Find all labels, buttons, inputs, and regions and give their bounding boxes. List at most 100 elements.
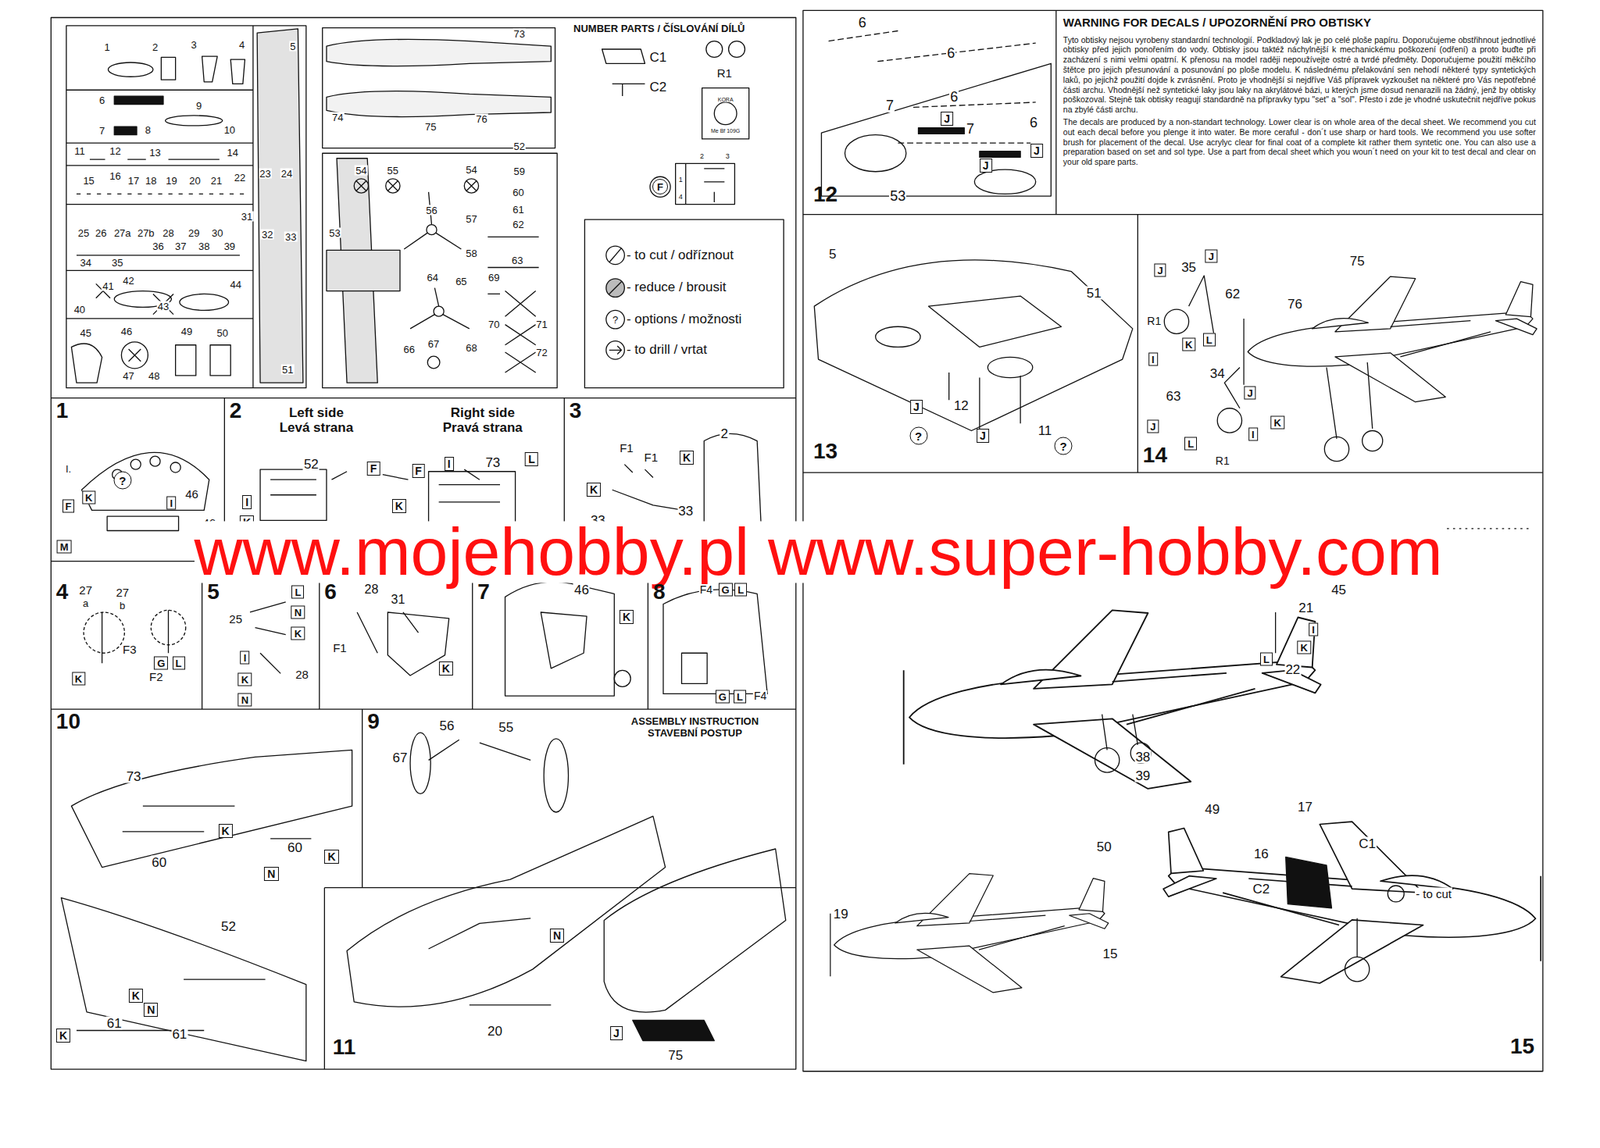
callout-number: 51 [281,364,294,375]
label-holder: 56 [425,205,438,216]
callout-number: 28 [364,583,380,597]
label-holder: 21 [1297,601,1315,615]
callout-number: 45 [1330,582,1347,597]
label-holder: 35 [110,257,124,268]
label-holder: 18 [144,175,158,186]
legend-row: - to drill / vrtat [626,342,708,357]
step-drawing [949,372,1021,429]
text-holder: 13 [813,440,838,463]
step-drawing [122,806,312,840]
label-holder: ASSEMBLY INSTRUCTION STAVEBNÍ POSTUP [619,716,770,740]
label-holder: 36 [151,240,165,251]
callout-number: 54 [354,165,368,176]
kit-part [76,254,240,256]
label-holder: R1 [1214,455,1231,467]
label-holder: 17 [1296,800,1314,815]
part-letter: N [291,605,305,619]
step-number: 7 [477,581,490,604]
kit-part [175,345,232,376]
part-letter: K [128,989,143,1004]
part-letter: J [1146,419,1159,433]
callout-number: 39 [1134,768,1151,783]
label-holder: I [1248,428,1258,442]
callout-number: 53 [328,227,341,238]
callout-number: 49 [1203,802,1221,816]
step-drawing [260,469,516,525]
label-holder: 39 [1134,768,1151,783]
kit-part [121,342,148,369]
step-drawing [1094,748,1119,773]
kit-part [602,49,646,64]
step-drawing [1285,857,1333,908]
part-letter: K [679,450,694,465]
step-drawing [60,30,1541,1061]
label-holder: N [291,605,305,619]
circled-mark: F [652,178,668,195]
kit-part [685,163,725,204]
label-holder: C2 [1251,882,1271,896]
label-holder: 31 [389,593,406,607]
callout-number: 12 [108,146,122,157]
step-number: 6 [324,581,337,604]
kit-part [433,306,444,317]
label-holder: L [733,690,747,704]
label-holder: 9 [195,100,203,111]
label-holder: 20 [188,175,201,186]
label-holder: 44 [228,279,242,290]
step-number: 10 [56,710,81,733]
callout-number: F1 [618,442,635,454]
callout-number: 37 [174,240,187,251]
label-holder: L [172,656,186,670]
step-drawing [703,433,761,529]
label-holder: K [238,672,252,686]
step-drawing [681,653,708,684]
label-holder: 68 [464,342,478,354]
label-holder: K [82,491,96,505]
step-drawing [1217,408,1242,433]
step-drawing [540,612,587,669]
step-panel: 12 [803,10,1057,215]
label-holder: L [734,582,747,597]
sprue-frame [257,28,304,383]
legend-text: - options / možnosti [626,312,742,326]
text-holder: 10 [56,710,81,733]
callout-number: 57 [464,213,478,224]
kit-part [387,180,398,191]
kit-part [179,293,229,311]
callout-number: 30 [210,227,224,238]
callout-number: 12 [953,398,970,412]
label-holder: 45 [78,327,92,338]
label-holder: 60 [286,841,304,855]
label-holder: ? [1053,436,1072,455]
kit-part [505,291,536,373]
part-letter: G [715,690,730,704]
label-holder: K [439,661,454,676]
part-letter: J [1030,143,1043,158]
text-holder: Left side Levá strana [272,406,361,436]
kit-part [650,176,671,197]
kit-part [426,225,437,236]
part-letter: J [610,1026,623,1041]
step-drawing [357,612,418,654]
label-holder: 29 [187,227,200,238]
label-holder: J [610,1026,623,1041]
label-holder: 2 [720,427,729,441]
label-holder: 53 [889,189,907,204]
label-holder: C2 [649,80,668,94]
step-drawing [346,816,666,1008]
callout-number: 19 [832,907,850,922]
label-holder: 39 [223,240,236,251]
legend-text: - reduce / brousit [626,280,727,294]
callout-number: 15 [82,175,95,186]
label-holder: 2 [699,152,705,160]
label-holder: 34 [1209,367,1226,381]
label-holder: 62 [1224,287,1241,301]
callout-number: 46 [120,326,133,337]
label-holder: F2 [148,670,165,683]
step-drawing [60,898,306,1062]
callout-number: b [118,600,126,611]
label-holder: 37 [174,240,187,251]
label-holder: J [1205,249,1218,263]
legend-box [609,282,622,295]
callout-number: 55 [497,721,515,735]
